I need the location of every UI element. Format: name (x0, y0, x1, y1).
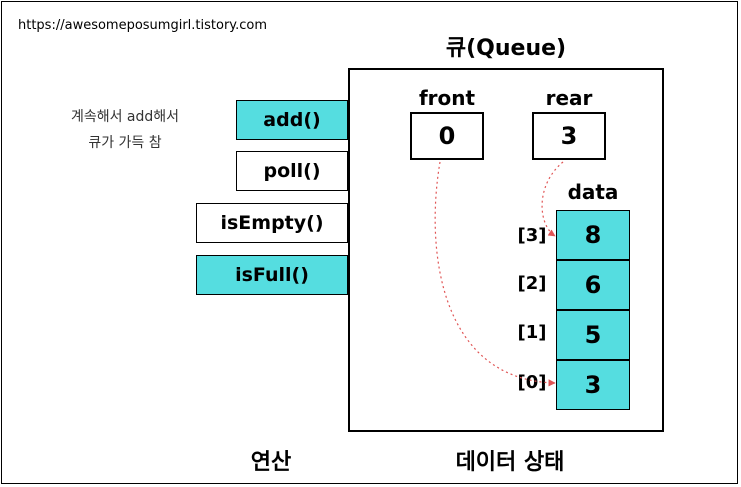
index-3: [3] (517, 225, 547, 246)
rear-label: rear (545, 86, 593, 110)
data-cell-1: 5 (556, 310, 630, 360)
note: 계속해서 add해서 큐가 가득 참 (40, 104, 210, 156)
section-data-state: 데이터 상태 (455, 450, 565, 475)
index-0: [0] (517, 372, 547, 393)
rear-arrow (541, 161, 564, 237)
op-poll: poll() (236, 151, 348, 191)
data-cell-2: 6 (556, 260, 630, 310)
data-cell-3: 8 (556, 210, 630, 260)
front-label: front (418, 86, 476, 110)
op-isempty: isEmpty() (196, 203, 348, 243)
source-url: https://awesomeposumgirl.tistory.com (18, 18, 268, 33)
section-operations: 연산 (250, 450, 292, 475)
diagram-title: 큐(Queue) (445, 36, 567, 61)
op-add: add() (236, 100, 348, 140)
index-2: [2] (517, 273, 547, 294)
op-isfull: isFull() (196, 255, 348, 295)
data-label: data (567, 180, 619, 204)
note-line-1: 계속해서 add해서 (70, 109, 180, 125)
queue-container (348, 68, 664, 432)
rear-value: 3 (532, 112, 606, 160)
front-value: 0 (410, 112, 484, 160)
note-line-2: 큐가 가득 참 (88, 135, 162, 151)
data-cell-0: 3 (556, 360, 630, 410)
front-arrow (434, 161, 556, 387)
index-1: [1] (517, 322, 547, 343)
